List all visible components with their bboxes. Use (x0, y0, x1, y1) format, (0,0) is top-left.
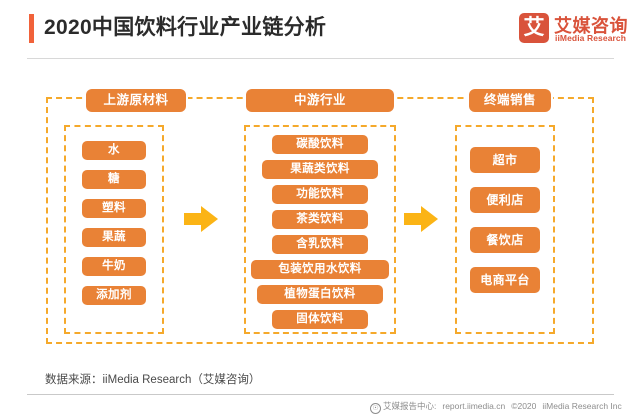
column-frame-upstream (64, 125, 164, 334)
list-item[interactable]: 电商平台 (470, 267, 540, 293)
list-item[interactable]: 功能饮料 (272, 185, 368, 204)
title-accent-bar (29, 14, 34, 43)
page-title: 2020中国饮料行业产业链分析 (44, 16, 327, 39)
list-item[interactable]: 碳酸饮料 (272, 135, 368, 154)
logo-mark-icon: 艾 (519, 13, 549, 43)
list-item[interactable]: 茶类饮料 (272, 210, 368, 229)
list-item[interactable]: 超市 (470, 147, 540, 173)
arrow-midstream-to-terminal-icon (404, 206, 438, 232)
list-item[interactable]: 果蔬类饮料 (262, 160, 378, 179)
footer-url[interactable]: report.iimedia.cn (442, 401, 506, 411)
column-title-midstream: 中游行业 (246, 89, 394, 112)
arrow-upstream-to-midstream-icon (184, 206, 218, 232)
column-title-terminal: 终端销售 (469, 89, 551, 112)
footer-report-center-label: 艾媒报告中心: (383, 401, 437, 411)
brand-logo: 艾 艾媒咨询 iiMedia Research (519, 12, 628, 48)
page-header: 2020中国饮料行业产业链分析 艾 艾媒咨询 iiMedia Research (0, 0, 641, 59)
page-footer: ☉艾媒报告中心: report.iimedia.cn ©2020 iiMedia Re… (370, 399, 628, 414)
column-frame-midstream (244, 125, 396, 334)
logo-name-en: iiMedia Research (555, 33, 627, 43)
column-frame-terminal (455, 125, 555, 334)
list-item[interactable]: 植物蛋白饮料 (257, 285, 383, 304)
globe-icon: ☉ (370, 403, 381, 414)
list-item[interactable]: 固体饮料 (272, 310, 368, 329)
header-divider (27, 58, 614, 59)
column-title-upstream: 上游原材料 (86, 89, 186, 112)
list-item[interactable]: 牛奶 (82, 257, 146, 276)
list-item[interactable]: 塑料 (82, 199, 146, 218)
list-item[interactable]: 便利店 (470, 187, 540, 213)
list-item[interactable]: 果蔬 (82, 228, 146, 247)
footer-divider (27, 394, 614, 395)
list-item[interactable]: 糖 (82, 170, 146, 189)
footer-company: iiMedia Research Inc (542, 401, 622, 411)
logo-name-cn: 艾媒咨询 (554, 16, 628, 36)
source-note: 数据来源：iiMedia Research（艾媒咨询） (45, 374, 261, 386)
list-item[interactable]: 含乳饮料 (272, 235, 368, 254)
list-item[interactable]: 包装饮用水饮料 (251, 260, 389, 279)
footer-copyright: ©2020 (511, 401, 537, 411)
list-item[interactable]: 添加剂 (82, 286, 146, 305)
list-item[interactable]: 餐饮店 (470, 227, 540, 253)
list-item[interactable]: 水 (82, 141, 146, 160)
